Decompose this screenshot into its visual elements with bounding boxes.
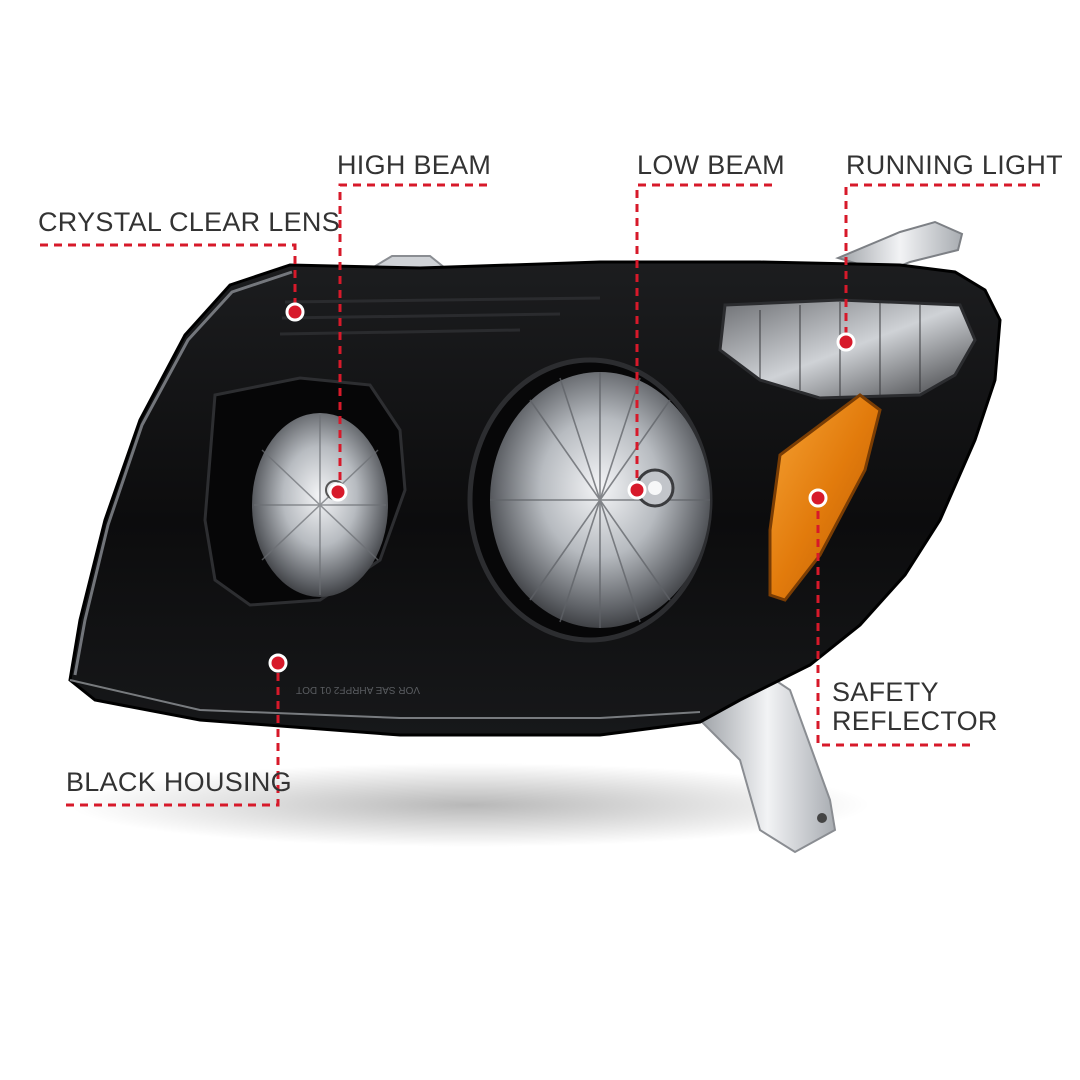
- low-beam-reflector-facets: [490, 372, 710, 628]
- floor-shadow: [70, 763, 870, 847]
- callout-line-running-light: [844, 183, 1040, 340]
- crystal-clear-lens-edge: [73, 270, 293, 676]
- callout-line-high-beam: [338, 183, 487, 490]
- callout-line-black-housing: [66, 665, 280, 807]
- dot-low-beam: [627, 480, 647, 500]
- callout-dots: [268, 302, 856, 673]
- label-black-housing: BLACK HOUSING: [66, 767, 292, 797]
- dot-black-housing: [268, 653, 288, 673]
- dot-running-light: [836, 332, 856, 352]
- label-safety-reflector-line1: SAFETY: [832, 677, 939, 707]
- label-high-beam: HIGH BEAM: [337, 150, 492, 180]
- low-beam-bulb-core: [648, 481, 662, 495]
- callout-line-low-beam: [635, 183, 772, 488]
- high-beam-reflector-facets: [254, 415, 386, 595]
- dot-crystal-clear-lens: [285, 302, 305, 322]
- lens-bottom-edge: [69, 679, 701, 719]
- dot-high-beam: [328, 482, 348, 502]
- lens-markings-text: VOR SAE AHRPF2 01 DOT: [296, 684, 420, 695]
- callout-line-safety-reflector: [816, 500, 970, 747]
- top-trim-ribs: [279, 296, 601, 336]
- callout-lines: [40, 183, 1040, 807]
- dot-safety-reflector: [808, 488, 828, 508]
- label-crystal-clear-lens: CRYSTAL CLEAR LENS: [38, 207, 341, 237]
- bracket-bolt-hole: [817, 813, 827, 823]
- label-low-beam: LOW BEAM: [637, 150, 785, 180]
- callout-line-crystal-clear-lens: [40, 243, 297, 310]
- label-running-light: RUNNING LIGHT: [846, 150, 1063, 180]
- label-safety-reflector-line2: REFLECTOR: [832, 706, 998, 736]
